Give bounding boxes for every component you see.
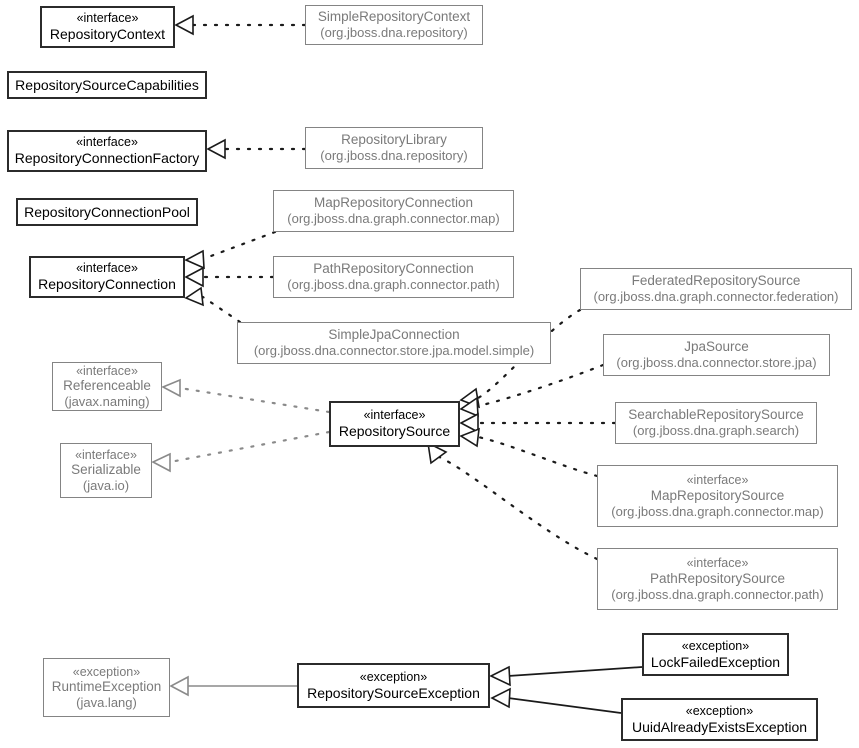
class-package: (org.jboss.dna.connector.store.jpa)	[616, 355, 817, 371]
class-name: RepositorySourceException	[307, 684, 480, 701]
class-name: MapRepositoryConnection	[313, 195, 474, 211]
edge-simple-repository-context-to-repository-context	[174, 14, 307, 36]
class-name: RepositoryConnectionFactory	[14, 150, 200, 167]
class-box-path-repository-source[interactable]: «interface» PathRepositorySource (org.jb…	[597, 548, 838, 610]
class-package: (org.jboss.dna.connector.store.jpa.model…	[253, 343, 535, 359]
class-box-repository-source-capabilities[interactable]: RepositorySourceCapabilities	[7, 71, 207, 99]
edge-simple-jpa-connection-to-repository-connection	[184, 286, 242, 324]
class-name: Referenceable	[63, 378, 151, 394]
class-box-lock-failed-exception[interactable]: «exception» LockFailedException	[642, 633, 789, 676]
class-stereotype: «interface»	[76, 135, 138, 150]
class-stereotype: «interface»	[75, 447, 137, 462]
class-stereotype: «interface»	[76, 11, 139, 26]
class-name: PathRepositoryConnection	[313, 261, 474, 277]
class-stereotype: «interface»	[686, 473, 749, 487]
class-name: UuidAlreadyExistsException	[631, 718, 808, 735]
class-name: RepositoryLibrary	[341, 132, 447, 148]
class-box-repository-source-exception[interactable]: «exception» RepositorySourceException	[297, 663, 490, 708]
class-box-federated-repository-source[interactable]: FederatedRepositorySource (org.jboss.dna…	[580, 268, 852, 310]
class-name: SearchableRepositorySource	[628, 407, 804, 423]
class-name: RepositorySource	[338, 423, 451, 440]
class-box-simple-jpa-connection[interactable]: SimpleJpaConnection (org.jboss.dna.conne…	[237, 322, 551, 364]
class-stereotype: «exception»	[681, 638, 750, 653]
class-box-repository-connection[interactable]: «interface» RepositoryConnection	[29, 256, 185, 298]
class-name: RepositoryConnectionPool	[24, 203, 190, 220]
class-name: SimpleJpaConnection	[328, 327, 460, 343]
class-name: Serializable	[71, 462, 141, 478]
class-package: (org.jboss.dna.graph.connector.path)	[611, 586, 824, 602]
class-name: RuntimeException	[51, 679, 162, 695]
edge-repository-library-to-repository-connection-factory	[206, 138, 307, 160]
class-stereotype: «interface»	[686, 556, 749, 570]
class-name: RepositorySourceCapabilities	[15, 76, 199, 93]
class-name: MapRepositorySource	[650, 487, 785, 503]
class-box-runtime-exception[interactable]: «exception» RuntimeException (java.lang)	[43, 658, 170, 717]
class-name: JpaSource	[684, 339, 749, 355]
edge-map-repository-connection-to-repository-connection	[184, 230, 277, 270]
class-name: PathRepositorySource	[649, 570, 786, 586]
class-name: SimpleRepositoryContext	[317, 9, 471, 25]
class-box-repository-source[interactable]: «interface» RepositorySource	[329, 401, 460, 447]
class-name: RepositoryContext	[49, 26, 166, 43]
class-name: RepositoryConnection	[38, 276, 176, 293]
class-stereotype: «interface»	[363, 408, 426, 423]
class-package: (org.jboss.dna.repository)	[320, 148, 468, 164]
class-box-repository-connection-pool[interactable]: RepositoryConnectionPool	[16, 198, 198, 226]
class-box-jpa-source[interactable]: JpaSource (org.jboss.dna.connector.store…	[603, 334, 830, 376]
edge-repository-source-to-serializable	[151, 430, 331, 473]
class-package: (javax.naming)	[64, 394, 150, 410]
class-box-repository-library[interactable]: RepositoryLibrary (org.jboss.dna.reposit…	[305, 127, 483, 169]
class-box-map-repository-source[interactable]: «interface» MapRepositorySource (org.jbo…	[597, 465, 838, 527]
class-stereotype: «exception»	[359, 669, 428, 684]
class-package: (org.jboss.dna.repository)	[320, 25, 468, 41]
class-stereotype: «interface»	[76, 261, 138, 276]
edge-repository-source-to-referenceable	[161, 378, 331, 414]
edge-uuid-already-exists-exception-to-repository-source-exception	[490, 687, 622, 714]
class-box-referenceable[interactable]: «interface» Referenceable (javax.naming)	[52, 362, 162, 411]
edge-lock-failed-exception-to-repository-source-exception	[489, 665, 643, 687]
class-name: LockFailedException	[650, 653, 781, 670]
class-package: (org.jboss.dna.graph.search)	[632, 423, 800, 439]
class-stereotype: «interface»	[76, 363, 138, 378]
class-package: (org.jboss.dna.graph.connector.map)	[287, 211, 500, 227]
edge-path-repository-source-to-repository-source	[426, 441, 599, 561]
class-box-path-repository-connection[interactable]: PathRepositoryConnection (org.jboss.dna.…	[273, 256, 514, 298]
class-package: (java.io)	[82, 478, 130, 494]
class-box-searchable-repository-source[interactable]: SearchableRepositorySource (org.jboss.dn…	[615, 402, 817, 444]
class-stereotype: «exception»	[72, 664, 141, 679]
class-name: FederatedRepositorySource	[631, 273, 801, 289]
class-box-uuid-already-exists-exception[interactable]: «exception» UuidAlreadyExistsException	[621, 698, 818, 741]
class-box-serializable[interactable]: «interface» Serializable (java.io)	[60, 443, 152, 498]
class-package: (org.jboss.dna.graph.connector.map)	[611, 503, 824, 519]
edge-jpa-source-to-repository-source	[459, 363, 605, 418]
class-package: (org.jboss.dna.graph.connector.federatio…	[593, 289, 839, 305]
class-box-simple-repository-context[interactable]: SimpleRepositoryContext (org.jboss.dna.r…	[305, 5, 483, 45]
class-box-repository-context[interactable]: «interface» RepositoryContext	[40, 6, 175, 48]
edge-searchable-repository-source-to-repository-source	[459, 412, 617, 434]
edge-repository-source-exception-to-runtime-exception	[169, 675, 297, 697]
class-box-map-repository-connection[interactable]: MapRepositoryConnection (org.jboss.dna.g…	[273, 190, 514, 232]
class-box-repository-connection-factory[interactable]: «interface» RepositoryConnectionFactory	[7, 130, 207, 172]
edge-path-repository-connection-to-repository-connection	[184, 266, 275, 288]
edge-map-repository-source-to-repository-source	[459, 427, 599, 478]
class-package: (org.jboss.dna.graph.connector.path)	[287, 277, 500, 293]
class-package: (java.lang)	[76, 695, 137, 711]
class-stereotype: «exception»	[685, 703, 754, 718]
